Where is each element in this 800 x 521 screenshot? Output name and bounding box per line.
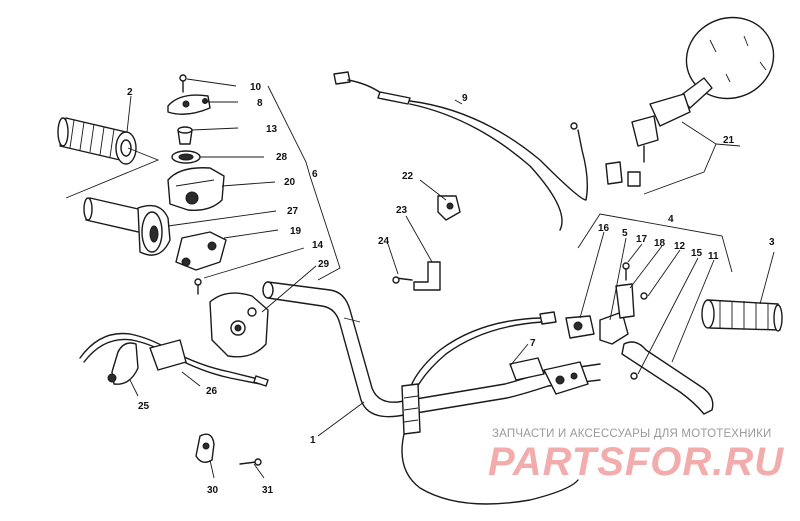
callout-15: 15 xyxy=(691,248,703,259)
bush-13 xyxy=(177,126,193,145)
callout-14: 14 xyxy=(312,240,324,251)
screw-14 xyxy=(194,278,202,295)
callout-11: 11 xyxy=(708,251,719,262)
callout-2: 2 xyxy=(127,87,133,98)
callout-13: 13 xyxy=(266,124,278,135)
switch-block-29 xyxy=(209,292,269,358)
bolt-24 xyxy=(392,276,413,284)
clamp-22 xyxy=(437,195,461,221)
callout-18: 18 xyxy=(654,238,666,249)
cable-9 xyxy=(333,71,589,231)
lever-assembly-4 xyxy=(543,262,714,415)
watermark-tagline: ЗАПЧАСТИ И АКСЕССУАРЫ ДЛЯ МОТОТЕХНИКИ xyxy=(492,428,772,440)
switch-25 xyxy=(107,339,187,385)
callout-1: 1 xyxy=(310,435,316,446)
callout-9: 9 xyxy=(462,93,468,104)
clutch-cable-7 xyxy=(401,311,579,505)
callout-24: 24 xyxy=(378,236,390,247)
callout-19: 19 xyxy=(290,226,302,237)
throttle-lower-19 xyxy=(175,231,227,271)
cover-8 xyxy=(167,94,211,115)
callout-8: 8 xyxy=(257,98,263,109)
screw-10 xyxy=(179,74,187,93)
callout-5: 5 xyxy=(622,228,628,239)
callout-22: 22 xyxy=(402,171,414,182)
seal-28 xyxy=(171,150,201,164)
callout-20: 20 xyxy=(284,177,296,188)
callout-16: 16 xyxy=(598,223,610,234)
callout-26: 26 xyxy=(206,386,218,397)
left-grip xyxy=(57,117,137,165)
callout-29: 29 xyxy=(318,259,330,270)
handlebar xyxy=(262,281,601,418)
callout-7: 7 xyxy=(530,338,536,349)
mirror-21 xyxy=(605,16,775,187)
callout-30: 30 xyxy=(207,485,219,496)
leader-lines xyxy=(65,78,775,479)
clip-30 xyxy=(195,433,215,463)
callout-23: 23 xyxy=(396,205,408,216)
callout-31: 31 xyxy=(262,485,274,496)
callout-3: 3 xyxy=(769,237,775,248)
callout-27: 27 xyxy=(287,206,299,217)
callout-10: 10 xyxy=(250,82,262,93)
throttle-tube xyxy=(83,197,171,256)
throttle-housing-20 xyxy=(167,167,225,211)
callout-12: 12 xyxy=(674,241,686,252)
screw-31 xyxy=(239,458,262,466)
callout-25: 25 xyxy=(138,401,150,412)
callout-28: 28 xyxy=(276,152,288,163)
callout-4: 4 xyxy=(668,214,674,225)
bracket-23 xyxy=(413,261,441,291)
watermark-logo: PARTSFOR.RU xyxy=(488,440,785,484)
callout-6: 6 xyxy=(312,169,318,180)
callout-21: 21 xyxy=(723,135,735,146)
callout-17: 17 xyxy=(636,234,648,245)
right-grip xyxy=(701,299,783,332)
callout-labels: 1 2 3 4 5 6 7 8 9 10 11 12 13 14 15 16 1… xyxy=(127,82,775,496)
